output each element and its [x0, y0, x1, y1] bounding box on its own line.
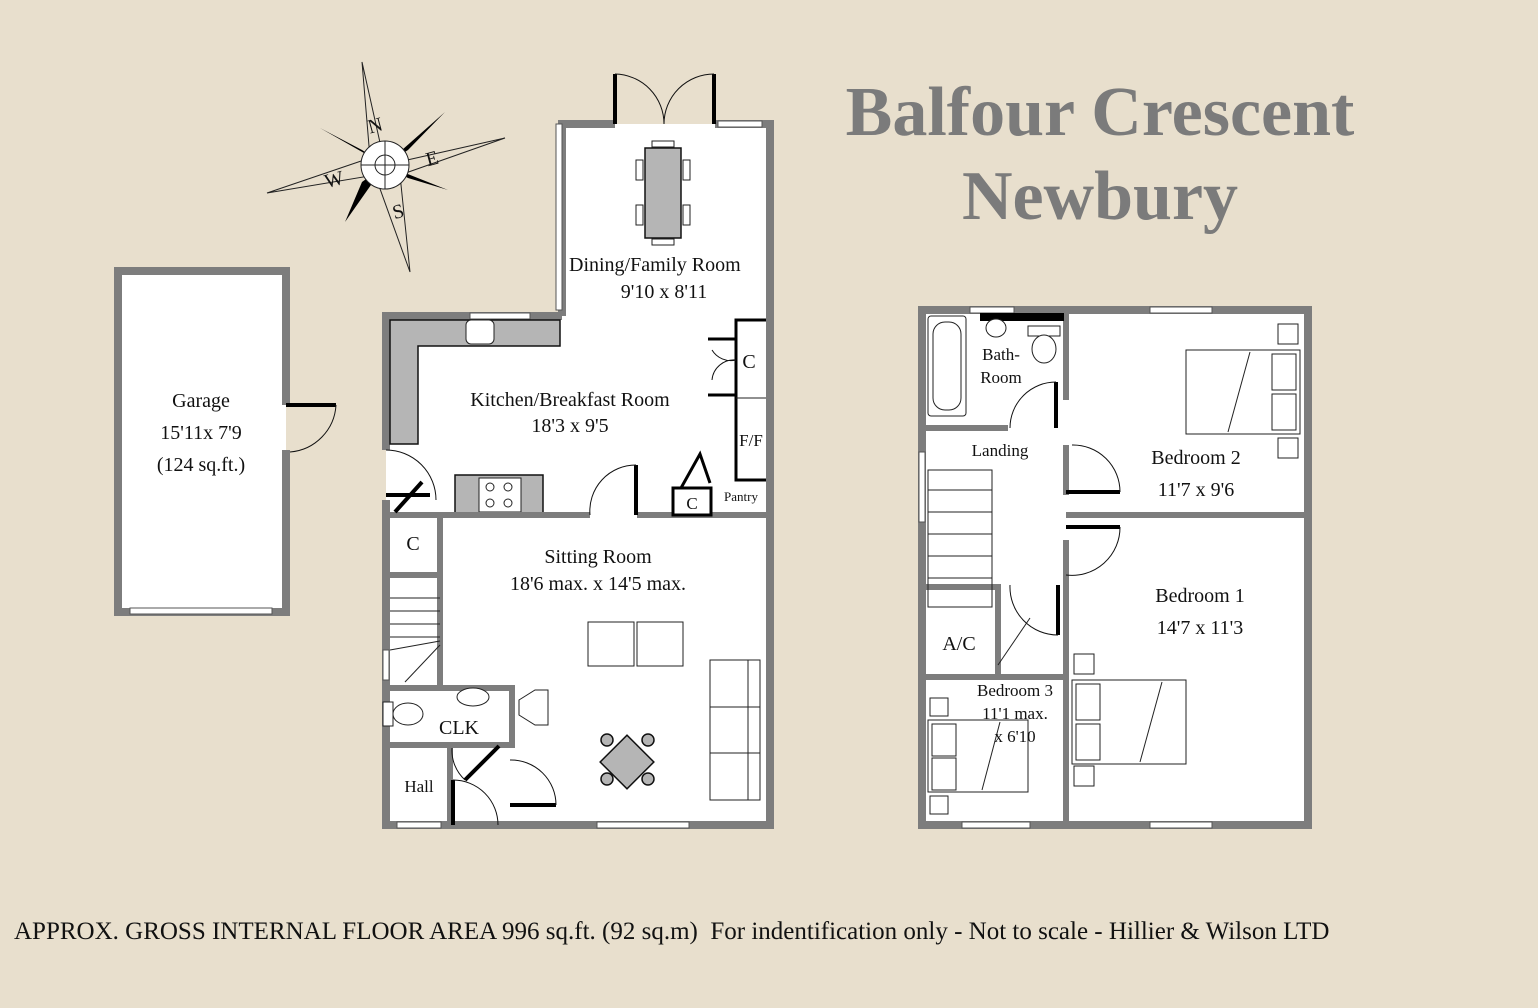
landing-label: Landing: [972, 441, 1029, 460]
hall-cupboard-label: C: [406, 533, 419, 555]
bedroom3-label: Bedroom 3: [977, 681, 1053, 700]
garage-area: (124 sq.ft.): [157, 454, 245, 476]
kitchen-dims: 18'3 x 9'5: [531, 415, 608, 437]
bedroom1-dims: 14'7 x 11'3: [1157, 617, 1243, 639]
pantry-label: Pantry: [724, 489, 758, 504]
fridge-freezer-label: F/F: [739, 431, 763, 450]
bedroom2-dims: 11'7 x 9'6: [1158, 479, 1234, 501]
clk-label: CLK: [439, 717, 480, 739]
footer-disclaimer: APPROX. GROSS INTERNAL FLOOR AREA 996 sq…: [14, 918, 1330, 945]
compass-s: S: [390, 200, 406, 224]
kitchen-cupboard-label: C: [742, 351, 755, 373]
title-town: Newbury: [961, 158, 1239, 235]
sofa-icon: [587, 621, 761, 801]
airing-cupboard-label: A/C: [942, 633, 975, 655]
garage-label: Garage: [172, 390, 230, 412]
pantry-cupboard-label: C: [686, 494, 697, 513]
garage: Garage 15'11x 7'9 (124 sq.ft.): [114, 267, 337, 616]
bedroom1-label: Bedroom 1: [1155, 585, 1244, 607]
bedroom2-label: Bedroom 2: [1151, 447, 1240, 469]
hall-label: Hall: [404, 777, 434, 796]
bathroom-label-2: Room: [980, 368, 1022, 387]
compass-e: E: [424, 147, 441, 171]
title-street: Balfour Crescent: [845, 74, 1355, 151]
bedroom3-dims-1: 11'1 max.: [982, 704, 1048, 723]
kitchen-label: Kitchen/Breakfast Room: [470, 389, 670, 411]
staircase-icon: [927, 469, 993, 608]
bathroom-label-1: Bath-: [982, 345, 1020, 364]
compass-n: N: [365, 113, 385, 138]
sitting-room-label: Sitting Room: [544, 546, 652, 568]
sitting-room-dims: 18'6 max. x 14'5 max.: [510, 573, 686, 595]
staircase-icon: [389, 597, 441, 683]
dining-room-dims: 9'10 x 8'11: [621, 281, 707, 303]
first-floor: Bath- Room Landing A/C Bedro: [918, 306, 1312, 829]
compass-rose-icon: N E S W: [266, 61, 506, 273]
ground-floor: C F/F C Pantry C CLK: [382, 73, 774, 829]
dining-room-label: Dining/Family Room: [569, 254, 741, 276]
garage-dims: 15'11x 7'9: [160, 422, 241, 444]
bedroom3-dims-2: x 6'10: [994, 727, 1035, 746]
